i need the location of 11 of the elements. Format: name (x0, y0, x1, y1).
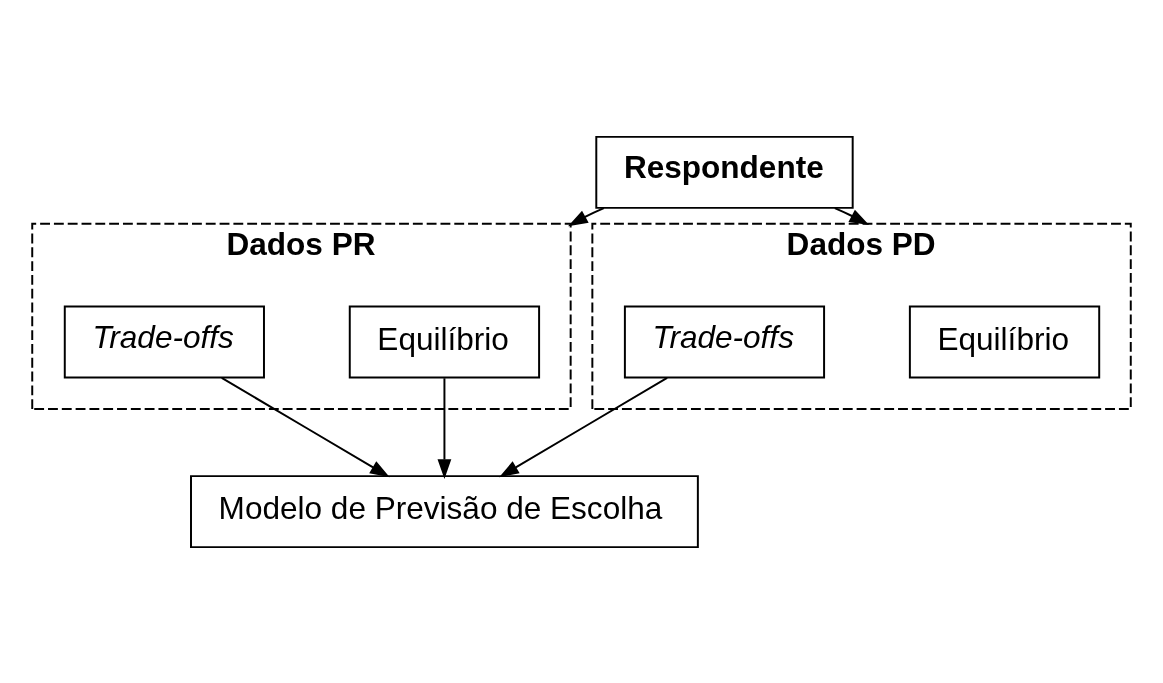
arrow (220, 376, 390, 477)
arrow (499, 376, 669, 477)
node-box: Equilíbrio (908, 305, 1101, 378)
arrow (437, 376, 452, 479)
node-box: Trade-offs (623, 305, 826, 378)
arrow (833, 206, 870, 225)
node-box: Equilíbrio (348, 305, 541, 378)
arrow (568, 206, 605, 226)
node-box: Trade-offs (63, 305, 265, 378)
node-box: Respondente (595, 135, 854, 209)
node-box: Modelo de Previsão de Escolha (190, 474, 699, 548)
